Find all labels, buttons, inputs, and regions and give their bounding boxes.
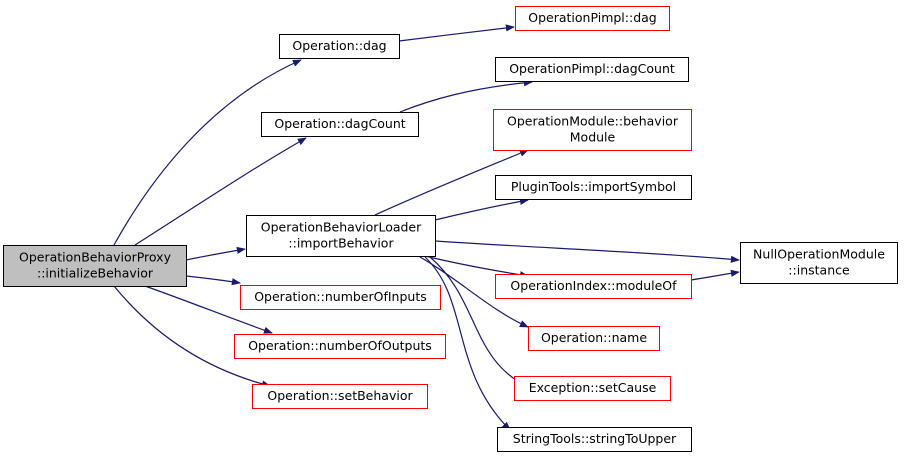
node-label: ::instance bbox=[788, 263, 850, 278]
node-op-inputs[interactable]: Operation::numberOfInputs bbox=[240, 285, 441, 310]
node-box bbox=[279, 34, 400, 59]
edge-proxy-to-loader bbox=[185, 246, 246, 261]
edge-loader-to-str-upper bbox=[424, 256, 511, 431]
node-loader[interactable]: OperationBehaviorLoader::importBehavior bbox=[246, 215, 436, 257]
node-box bbox=[3, 245, 187, 287]
node-box bbox=[515, 6, 670, 31]
node-box bbox=[493, 109, 692, 151]
node-box bbox=[234, 334, 446, 359]
node-box bbox=[495, 175, 692, 200]
edge-loader-to-module-behavior bbox=[374, 149, 529, 216]
edge-loader-to-null-module bbox=[434, 240, 740, 263]
edge-index-moduleof-to-null-module bbox=[690, 269, 740, 281]
edge-proxy-to-op-setbehavior bbox=[113, 285, 271, 388]
node-box bbox=[497, 427, 692, 452]
node-label: Operation::dag bbox=[292, 38, 386, 53]
node-plugin-import[interactable]: PluginTools::importSymbol bbox=[495, 175, 692, 200]
node-op-dag[interactable]: Operation::dag bbox=[279, 34, 400, 59]
node-label: OperationBehaviorProxy bbox=[19, 250, 172, 265]
node-box bbox=[246, 215, 436, 257]
node-label: Operation::setBehavior bbox=[267, 388, 413, 403]
node-null-module[interactable]: NullOperationModule::instance bbox=[740, 242, 898, 284]
edge-loader-to-plugin-import bbox=[434, 197, 529, 221]
node-box bbox=[240, 285, 441, 310]
node-label: OperationBehaviorLoader bbox=[261, 220, 422, 235]
node-box bbox=[528, 326, 660, 351]
node-box bbox=[261, 112, 419, 137]
node-op-setbehavior[interactable]: Operation::setBehavior bbox=[252, 384, 428, 409]
edges-layer bbox=[113, 24, 740, 431]
node-label: PluginTools::importSymbol bbox=[511, 179, 676, 194]
node-label: Operation::name bbox=[541, 330, 647, 345]
node-label: StringTools::stringToUpper bbox=[513, 431, 677, 446]
node-label: Exception::setCause bbox=[529, 380, 657, 395]
node-label: OperationModule::behavior bbox=[507, 114, 679, 129]
edge-loader-to-index-moduleof bbox=[424, 255, 529, 279]
node-label: ::importBehavior bbox=[288, 236, 394, 251]
node-box bbox=[514, 376, 671, 401]
node-box bbox=[495, 57, 689, 82]
node-box bbox=[740, 242, 898, 284]
node-proxy[interactable]: OperationBehaviorProxy::initializeBehavi… bbox=[3, 245, 187, 287]
node-op-outputs[interactable]: Operation::numberOfOutputs bbox=[234, 334, 446, 359]
node-label: OperationIndex::moduleOf bbox=[510, 278, 677, 293]
node-exc-setcause[interactable]: Exception::setCause bbox=[514, 376, 671, 401]
node-label: Module bbox=[570, 130, 616, 145]
node-pimpl-dagcount[interactable]: OperationPimpl::dagCount bbox=[495, 57, 689, 82]
node-op-name[interactable]: Operation::name bbox=[528, 326, 660, 351]
edge-proxy-to-op-dag bbox=[113, 59, 302, 246]
node-label: OperationPimpl::dag bbox=[528, 10, 656, 25]
node-label: Operation::numberOfInputs bbox=[254, 289, 427, 304]
node-box bbox=[495, 274, 692, 299]
edge-op-dag-to-pimpl-dag bbox=[398, 24, 515, 42]
node-pimpl-dag[interactable]: OperationPimpl::dag bbox=[515, 6, 670, 31]
edge-proxy-to-op-inputs bbox=[185, 275, 241, 286]
node-box bbox=[252, 384, 428, 409]
node-label: NullOperationModule bbox=[753, 247, 885, 262]
node-op-dagcount[interactable]: Operation::dagCount bbox=[261, 112, 419, 137]
node-label: Operation::numberOfOutputs bbox=[248, 338, 432, 353]
edge-loader-to-exc-setcause bbox=[429, 256, 531, 389]
node-label: ::initializeBehavior bbox=[37, 266, 154, 281]
node-label: OperationPimpl::dagCount bbox=[509, 61, 675, 76]
node-label: Operation::dagCount bbox=[274, 116, 405, 131]
node-index-moduleof[interactable]: OperationIndex::moduleOf bbox=[495, 274, 692, 299]
edge-op-dagcount-to-pimpl-dagcount bbox=[399, 79, 533, 113]
edge-proxy-to-op-dagcount bbox=[134, 137, 307, 246]
edge-proxy-to-op-outputs bbox=[144, 285, 273, 334]
node-str-upper[interactable]: StringTools::stringToUpper bbox=[497, 427, 692, 452]
nodes-layer: OperationBehaviorProxy::initializeBehavi… bbox=[3, 6, 898, 452]
